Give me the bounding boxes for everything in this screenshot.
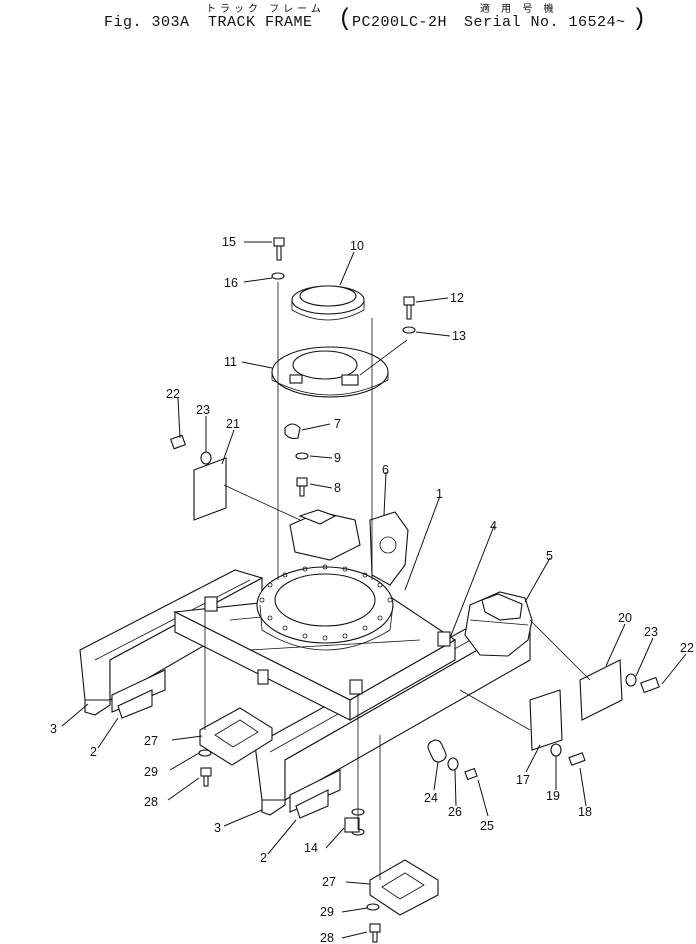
callout-6: 6 (382, 463, 389, 477)
track-frame (79, 509, 533, 819)
callout-3-right: 3 (214, 821, 221, 835)
callout-labels: 15 16 10 12 13 11 7 9 8 6 1 4 5 22 23 21… (50, 235, 694, 944)
callout-29-lower: 29 (320, 905, 334, 919)
callout-27-lower: 27 (322, 875, 336, 889)
callout-2-right: 2 (260, 851, 267, 865)
figure-title: TRACK FRAME (208, 14, 313, 31)
callout-29-upper: 29 (144, 765, 158, 779)
close-paren: ) (632, 6, 647, 33)
assembly-lines (204, 282, 591, 880)
leader-lines (61, 241, 687, 939)
track-guards (199, 707, 439, 916)
callout-2-left: 2 (90, 745, 97, 759)
callout-15: 15 (222, 235, 236, 249)
callout-1: 1 (436, 487, 443, 501)
callout-28-lower: 28 (320, 931, 334, 944)
callout-17: 17 (516, 773, 530, 787)
serial-kana: 適 用 号 機 (480, 4, 558, 15)
callout-16: 16 (224, 276, 238, 290)
pad (427, 739, 447, 763)
callout-20: 20 (618, 611, 632, 625)
callout-22-left: 22 (166, 387, 180, 401)
callout-27-upper: 27 (144, 734, 158, 748)
callout-28-upper: 28 (144, 795, 158, 809)
title-kana: トラック フレーム (206, 4, 325, 15)
bolts (169, 237, 660, 943)
end-cover (579, 659, 623, 721)
callout-12: 12 (450, 291, 464, 305)
callout-8: 8 (334, 481, 341, 495)
callout-24: 24 (424, 791, 438, 805)
open-paren: ( (338, 6, 353, 33)
callout-23-left: 23 (196, 403, 210, 417)
callout-10: 10 (350, 239, 364, 253)
cover-plate (271, 346, 389, 398)
callout-19: 19 (546, 789, 560, 803)
callout-4: 4 (490, 519, 497, 533)
lower-cover (529, 689, 563, 751)
clip (284, 423, 301, 440)
callout-9: 9 (334, 451, 341, 465)
callout-11: 11 (224, 355, 237, 369)
callout-14: 14 (304, 841, 318, 855)
spacer (344, 817, 360, 833)
callout-7: 7 (334, 417, 341, 431)
callout-21: 21 (226, 417, 240, 431)
callout-5: 5 (546, 549, 553, 563)
side-cover (193, 457, 227, 521)
callout-3-left: 3 (50, 722, 57, 736)
callout-22-right: 22 (680, 641, 694, 655)
serial-number: Serial No. 16524~ (464, 14, 626, 31)
seal-ring (291, 285, 365, 321)
callout-18: 18 (578, 805, 592, 819)
figure-number: Fig. 303A (104, 14, 190, 31)
callout-13: 13 (452, 329, 466, 343)
callout-26: 26 (448, 805, 462, 819)
callout-25: 25 (480, 819, 494, 833)
model-name: PC200LC-2H (352, 14, 448, 31)
callout-23-right: 23 (644, 625, 658, 639)
